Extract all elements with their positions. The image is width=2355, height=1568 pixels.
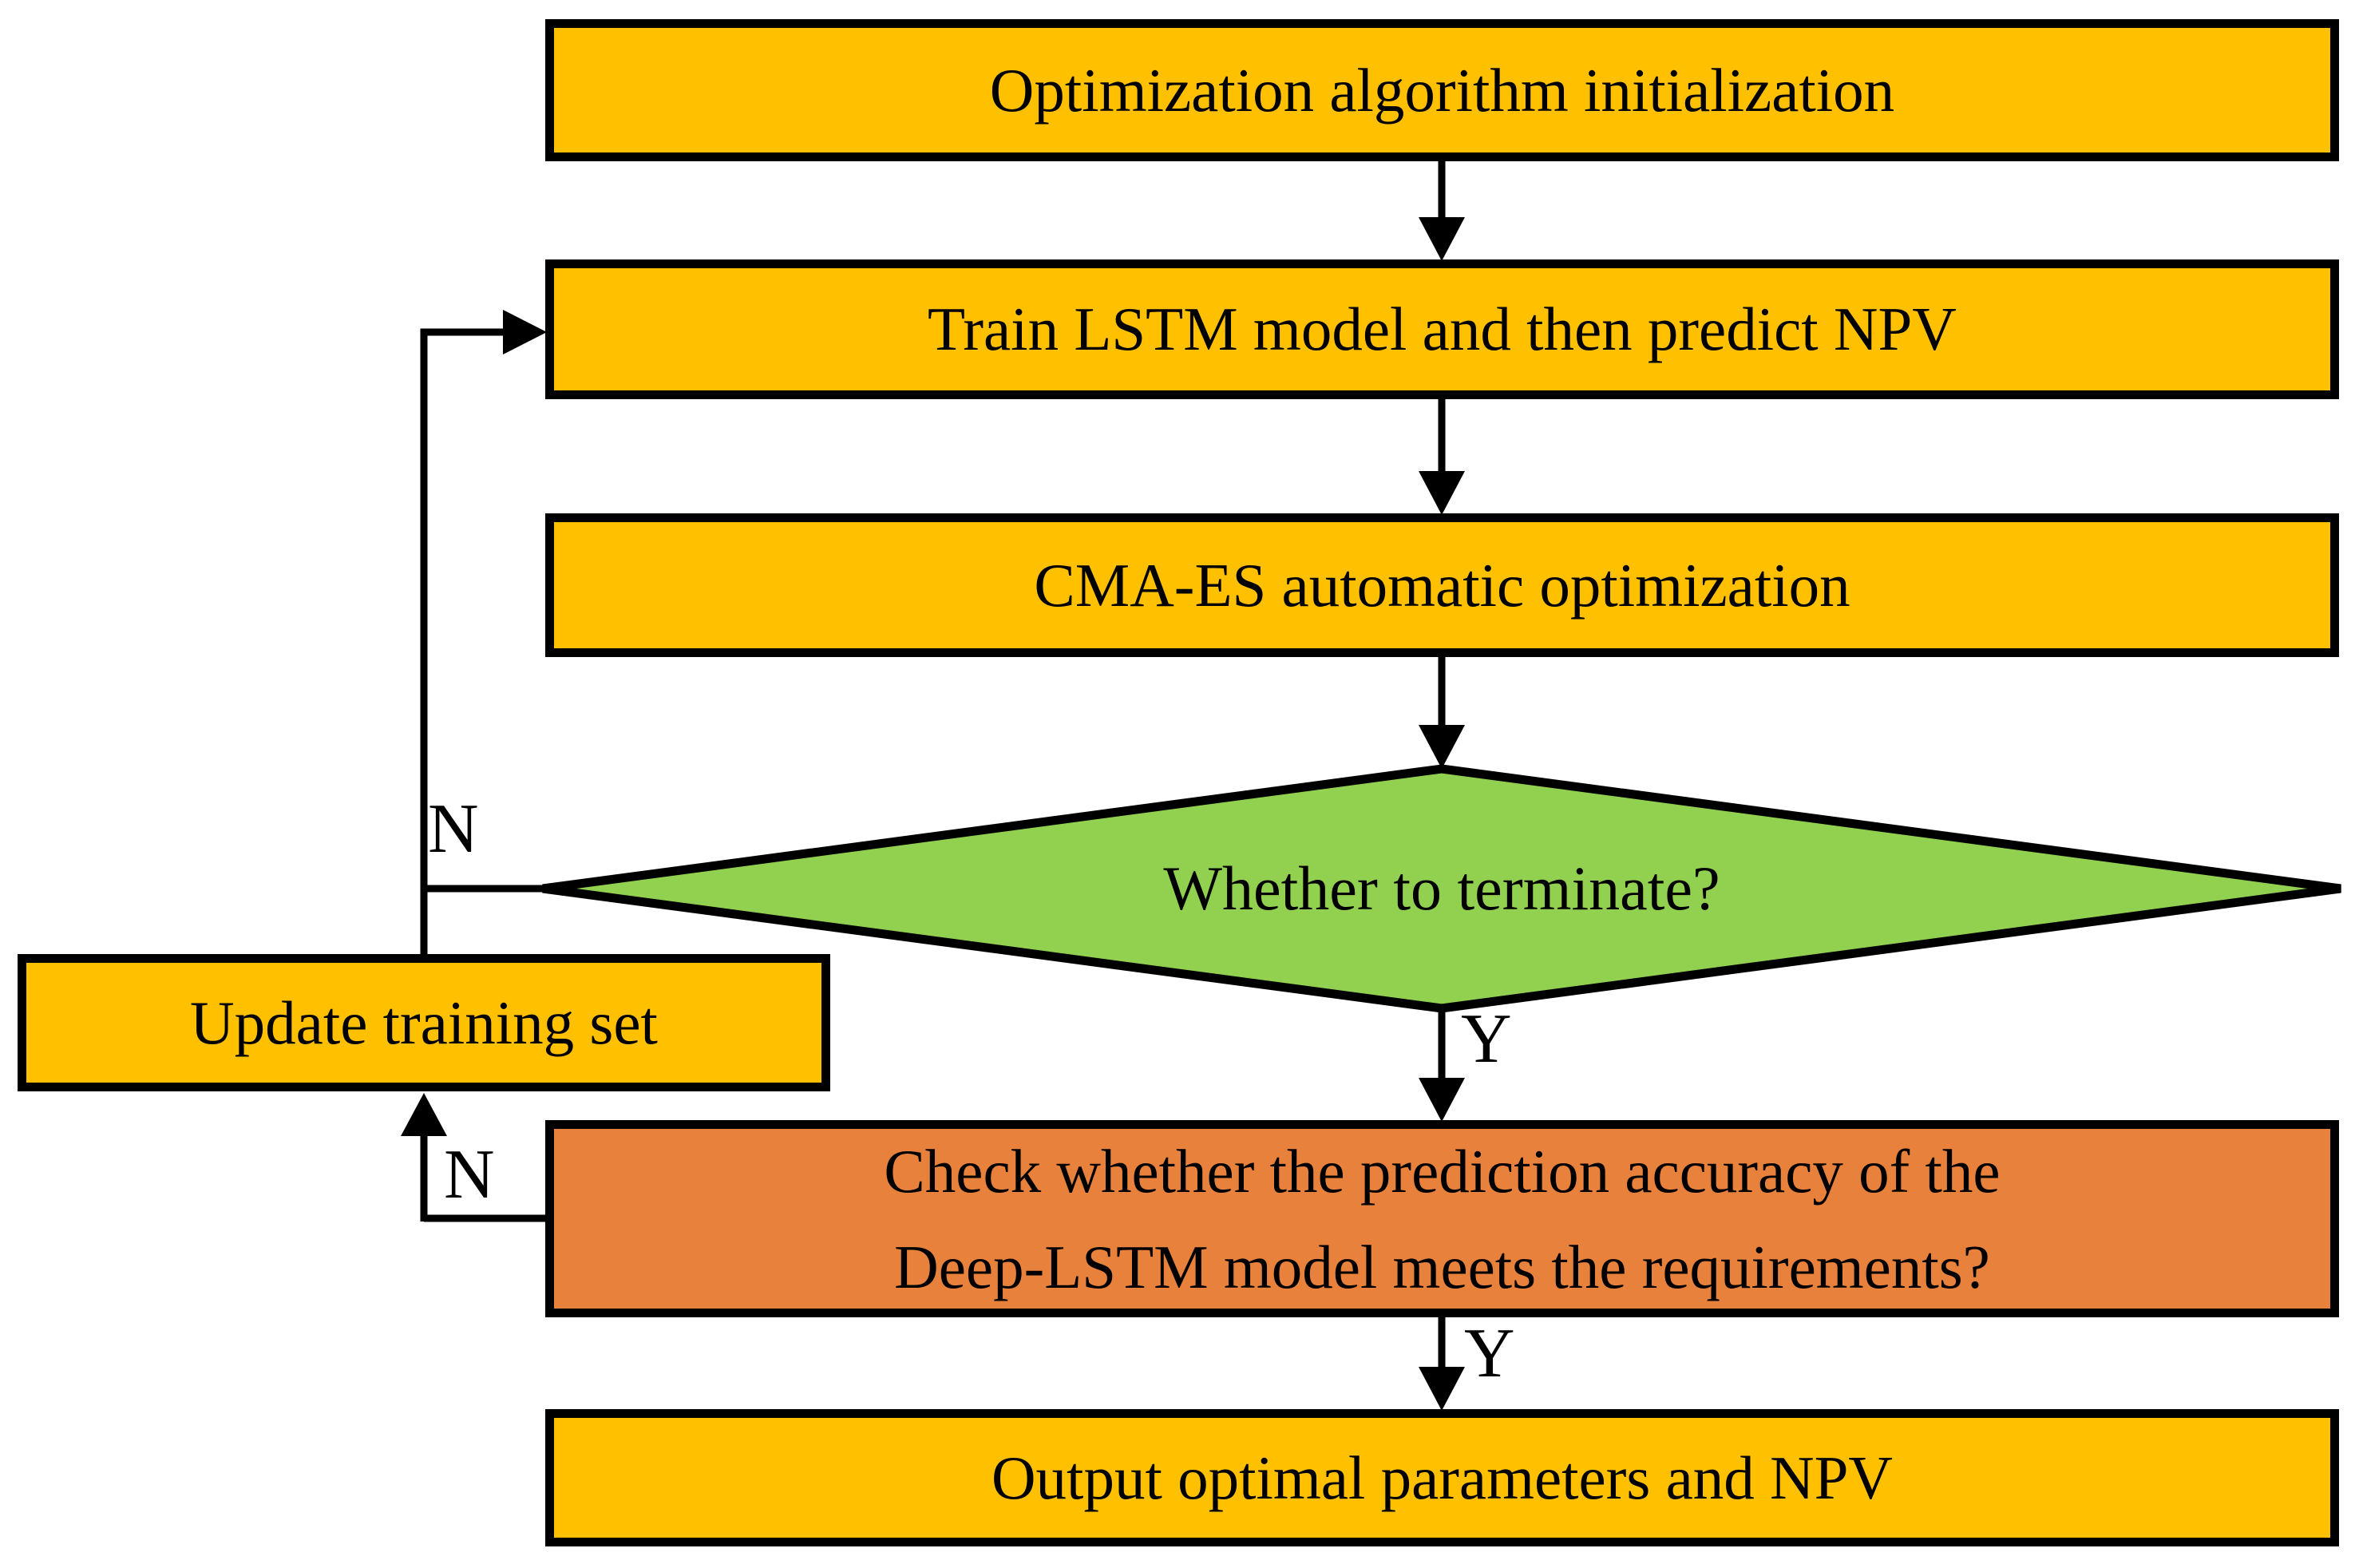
edge-terminate-no-loop [420,328,564,954]
node-output-optimal-parameters-label: Output optimal parameters and NPV [991,1443,1894,1512]
branch-label-check-no: N [444,1136,495,1214]
node-check-prediction-accuracy-line1: Check whether the prediction accuracy of… [884,1136,2001,1206]
decision-whether-to-terminate: Whether to terminate? [883,835,2001,942]
node-check-prediction-accuracy-line2: Deep-LSTM model meets the requirements? [894,1232,1990,1301]
arrowhead-train-to-cmaes [1419,471,1465,515]
arrowhead-check-yes-to-output [1419,1367,1465,1411]
node-update-training-set: Update training set [18,954,830,1091]
branch-label-terminate-no: N [428,790,479,868]
arrowhead-check-no-to-update [401,1093,447,1136]
node-train-lstm-predict-npv: Train LSTM model and then predict NPV [545,259,2339,399]
edge-check-no-to-update [420,1134,545,1222]
node-optimization-initialization: Optimization algorithm initialization [545,19,2339,161]
arrowhead-cmaes-to-terminate [1419,725,1465,769]
branch-label-check-yes: Y [1464,1315,1515,1392]
branch-label-terminate-yes: Y [1461,1000,1512,1078]
node-cmaes-automatic-optimization: CMA-ES automatic optimization [545,513,2339,657]
node-optimization-initialization-label: Optimization algorithm initialization [989,55,1895,125]
arrowhead-terminate-yes-to-check [1419,1078,1465,1122]
arrowhead-terminate-no-to-train [503,310,547,354]
decision-whether-to-terminate-label: Whether to terminate? [1163,853,1720,923]
node-output-optimal-parameters: Output optimal parameters and NPV [545,1409,2339,1546]
node-cmaes-automatic-optimization-label: CMA-ES automatic optimization [1034,550,1850,620]
arrowhead-init-to-train [1419,217,1465,261]
node-check-prediction-accuracy: Check whether the prediction accuracy of… [545,1120,2339,1317]
node-update-training-set-label: Update training set [190,988,658,1057]
node-train-lstm-predict-npv-label: Train LSTM model and then predict NPV [928,295,1957,364]
